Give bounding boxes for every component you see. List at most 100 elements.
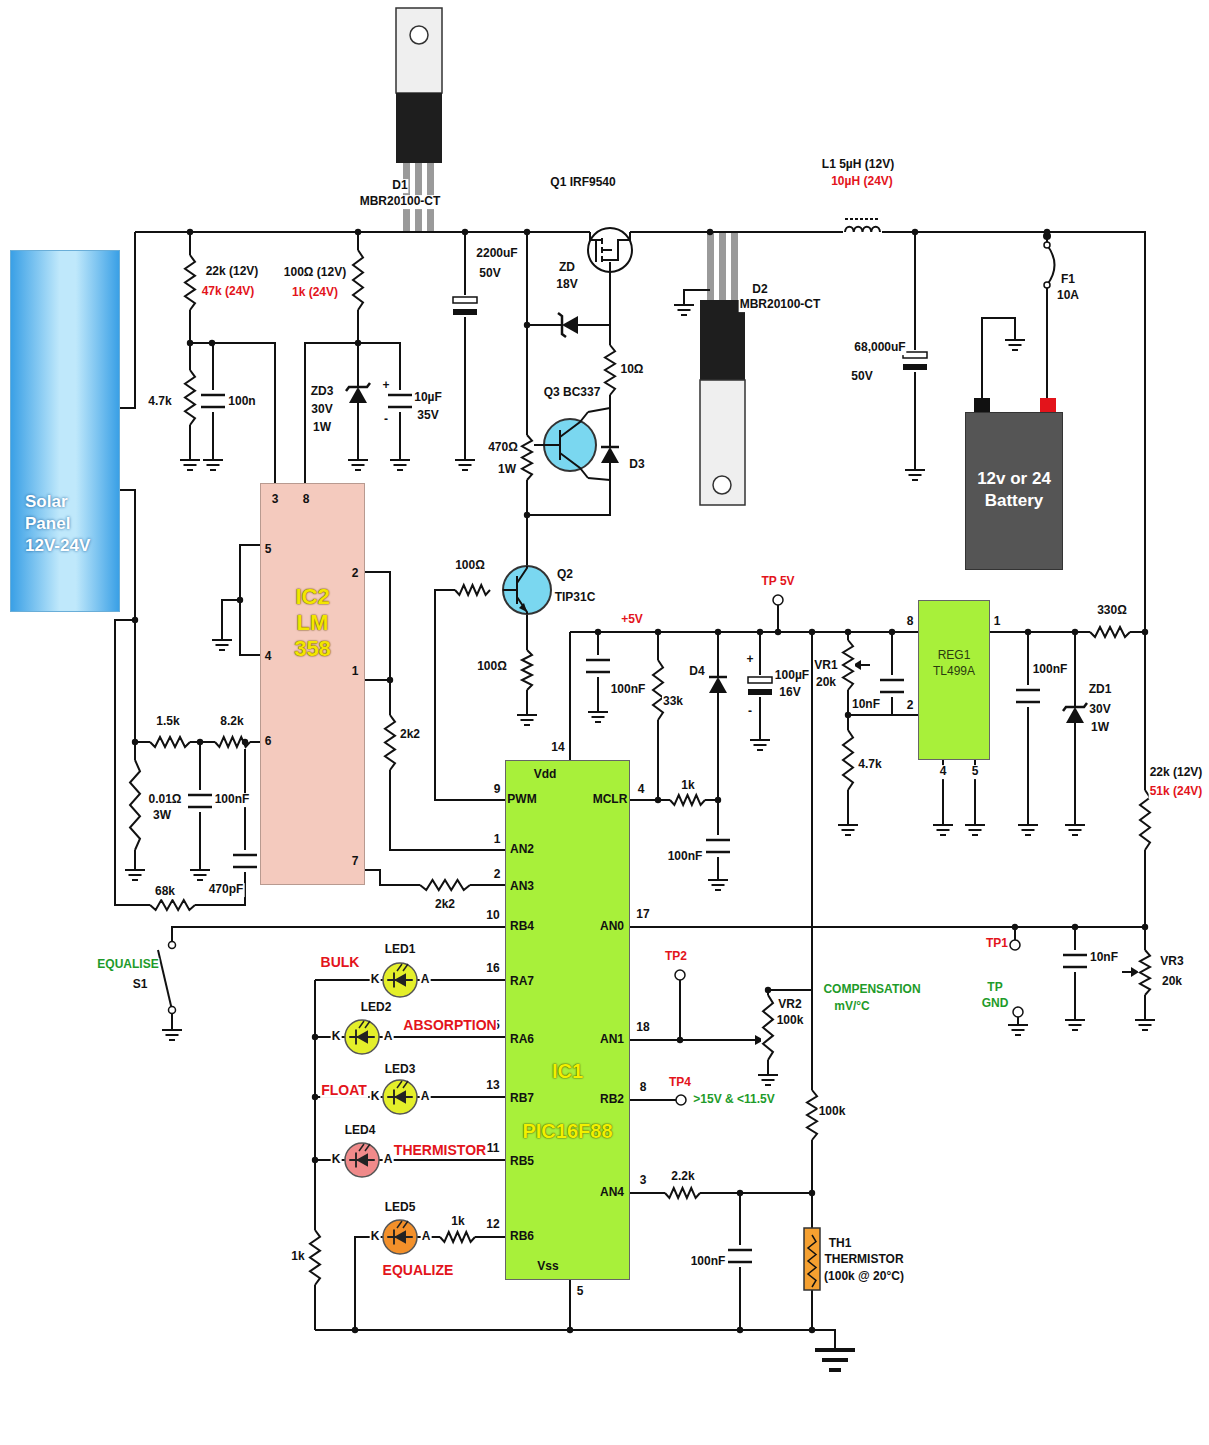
resistor-symbol — [843, 730, 853, 790]
component-label: 330Ω — [1096, 604, 1128, 618]
ground-symbol — [1072, 1029, 1078, 1031]
battery-terminal — [974, 398, 990, 412]
diode-package-tab — [396, 8, 442, 93]
component-label: 1.5k — [155, 715, 180, 729]
junction-dot — [387, 677, 393, 683]
component-label: FLOAT — [320, 1082, 368, 1098]
component-label: 1W — [1090, 721, 1110, 735]
ground-symbol — [219, 649, 225, 651]
component-label: 470Ω — [487, 441, 519, 455]
junction-dot — [889, 629, 895, 635]
ground-symbol — [758, 1074, 778, 1076]
resistor-symbol — [522, 435, 532, 480]
ground-symbol — [517, 715, 537, 725]
ground-symbol — [166, 1034, 179, 1036]
component-label: 2.2k — [670, 1170, 695, 1184]
zener-diode-symbol — [1074, 705, 1076, 725]
resistor-symbol — [841, 640, 855, 690]
ground-symbol — [459, 464, 472, 466]
component-label: VR3 — [1159, 955, 1184, 969]
ground-symbol — [829, 1368, 841, 1372]
component-label: K — [331, 1030, 342, 1044]
package-leg — [731, 232, 738, 302]
component-label: 1W — [312, 421, 332, 435]
resistor-symbol — [1090, 625, 1130, 639]
component-label: LED2 — [360, 1001, 393, 1015]
capacitor-symbol — [747, 675, 773, 697]
pin-label: RB7 — [509, 1092, 535, 1106]
led-symbol — [349, 1030, 375, 1045]
resistor-symbol — [308, 1230, 322, 1285]
component-label: 22k (12V) — [1149, 766, 1204, 780]
component-label: 20k — [815, 676, 837, 690]
ground-symbol — [762, 1079, 775, 1081]
mosfet-symbol — [590, 232, 630, 272]
component-label: 2200uF — [475, 247, 518, 261]
component-label: D1 — [391, 179, 408, 193]
component-label: LED1 — [384, 943, 417, 957]
ground-symbol — [765, 1084, 771, 1086]
ground-symbol — [972, 834, 978, 836]
ground-symbol — [390, 459, 410, 461]
capacitor-symbol — [388, 406, 412, 409]
junction-dot — [355, 340, 361, 346]
resistor-symbol — [841, 730, 855, 790]
component-label: 18V — [555, 278, 578, 292]
ground-symbol — [933, 825, 953, 835]
capacitor-symbol — [188, 806, 212, 809]
ground-symbol — [1072, 834, 1078, 836]
led-symbol — [349, 1030, 375, 1045]
resistor-symbol — [455, 585, 490, 595]
capacitor-symbol — [1063, 966, 1087, 969]
resistor-symbol — [653, 660, 663, 720]
capacitor-symbol — [727, 1245, 753, 1267]
resistor-symbol — [150, 898, 195, 912]
junction-dot — [809, 1190, 815, 1196]
component-label: L1 5µH (12V) — [821, 158, 895, 172]
ground-symbol — [815, 1350, 855, 1370]
component-label: 11 — [486, 1142, 501, 1156]
zener-diode-symbol — [560, 324, 580, 326]
resistor-symbol — [351, 250, 365, 310]
resistor-symbol — [651, 660, 665, 720]
junction-dot — [312, 1034, 318, 1040]
component-label: 100Ω — [454, 559, 486, 573]
junction-dot — [524, 229, 530, 235]
ground-symbol — [750, 739, 770, 741]
component-label: TIP31C — [554, 591, 597, 605]
component-label: D4 — [688, 665, 705, 679]
resistor-symbol — [670, 795, 705, 805]
led-symbol — [345, 1020, 379, 1054]
ground-symbol — [674, 305, 694, 315]
resistor-symbol — [308, 1230, 322, 1285]
ground-symbol — [184, 464, 197, 466]
resistor-symbol — [1090, 627, 1130, 637]
capacitor-symbol — [903, 364, 927, 370]
component-label: 18 — [635, 1021, 650, 1035]
component-label: (100k @ 20°C) — [823, 1270, 905, 1284]
junction-dot — [187, 229, 193, 235]
resistor-symbol — [841, 730, 855, 790]
fuse-symbol — [1047, 245, 1055, 285]
component-label: 30V — [310, 403, 333, 417]
junction-dot — [1025, 629, 1031, 635]
ground-symbol — [1009, 344, 1022, 346]
junction-dot — [462, 229, 468, 235]
resistor-symbol — [1140, 950, 1150, 995]
ground-symbol — [190, 870, 210, 880]
switch-contact — [169, 1007, 176, 1014]
led-symbol — [383, 963, 417, 997]
ground-symbol — [1025, 834, 1031, 836]
pin-label: 3 — [271, 493, 280, 507]
component-label: K — [370, 973, 381, 987]
capacitor-symbol — [880, 679, 904, 682]
ground-symbol — [905, 469, 925, 471]
capacitor-symbol — [233, 866, 257, 869]
resistor-symbol — [1140, 790, 1150, 850]
package-leg — [719, 232, 726, 302]
resistor-symbol — [1138, 790, 1152, 850]
fuse-symbol — [1044, 242, 1050, 248]
capacitor-symbol — [201, 406, 225, 409]
resistor-symbol — [128, 760, 142, 850]
ground-symbol — [132, 879, 138, 881]
